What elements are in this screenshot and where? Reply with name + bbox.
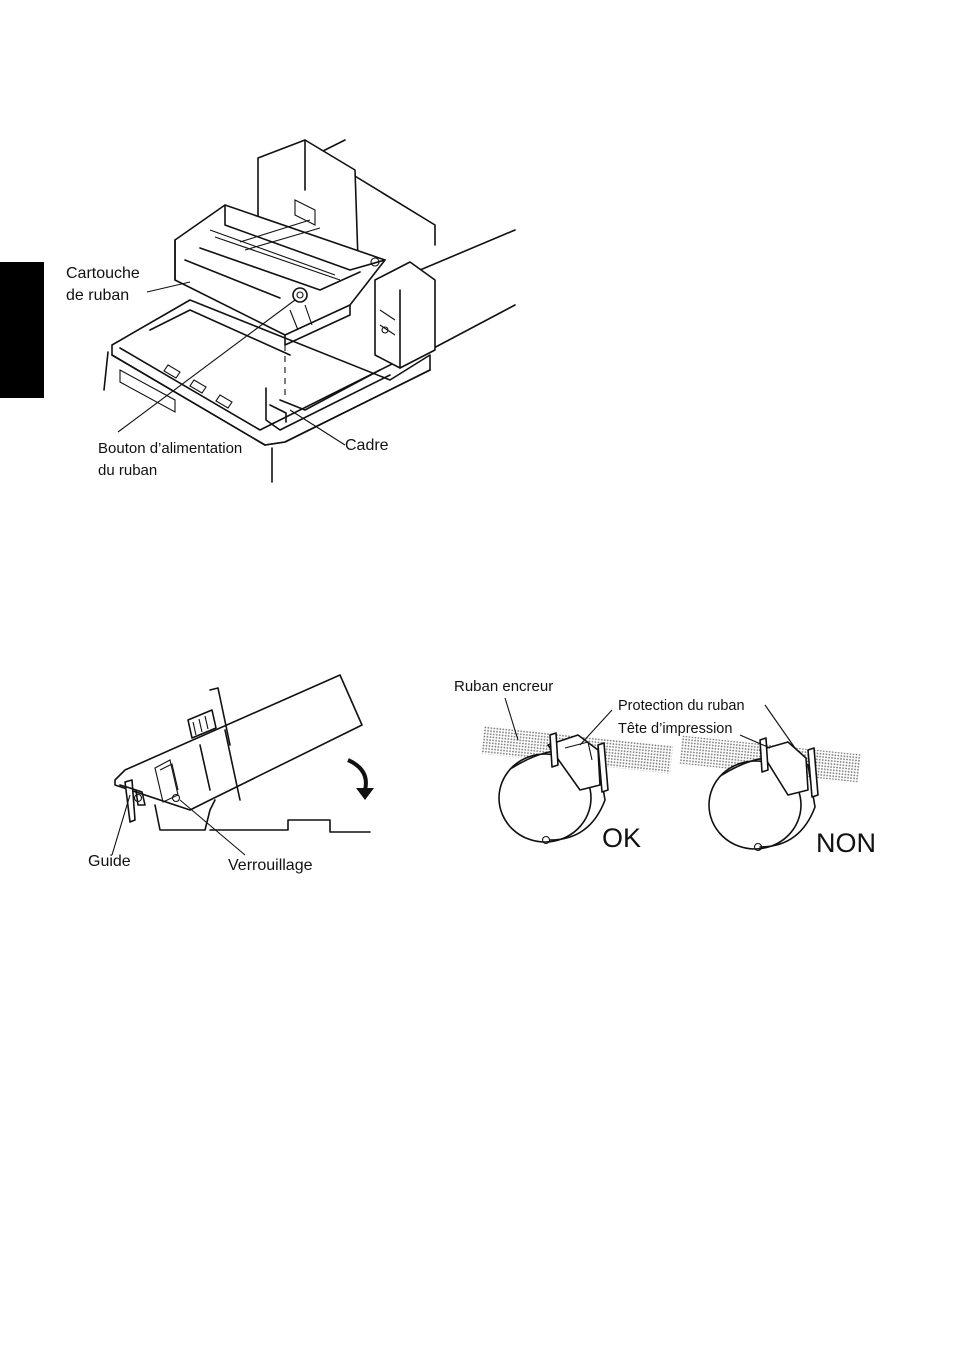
ink-ribbon-label: Ruban encreur <box>454 678 553 695</box>
ribbon-cartridge-label-line1: Cartouche <box>66 265 140 283</box>
lock-label: Verrouillage <box>228 857 313 875</box>
ribbon-cartridge-label-line2: de ruban <box>66 287 129 305</box>
ok-label: OK <box>602 823 641 854</box>
print-head-label: Tête d’impression <box>618 721 732 738</box>
frame-label: Cadre <box>345 437 389 455</box>
guide-label: Guide <box>88 853 131 871</box>
non-label: NON <box>816 828 876 859</box>
ribbon-feed-knob-label-line1: Bouton d’alimentation <box>98 440 242 457</box>
ribbon-feed-knob-label-line2: du ruban <box>98 462 157 479</box>
cartridge-lock-illustration <box>100 670 390 850</box>
section-tab <box>0 262 44 398</box>
ribbon-protection-label: Protection du ruban <box>618 698 745 715</box>
cartridge-installation-illustration <box>90 130 530 490</box>
